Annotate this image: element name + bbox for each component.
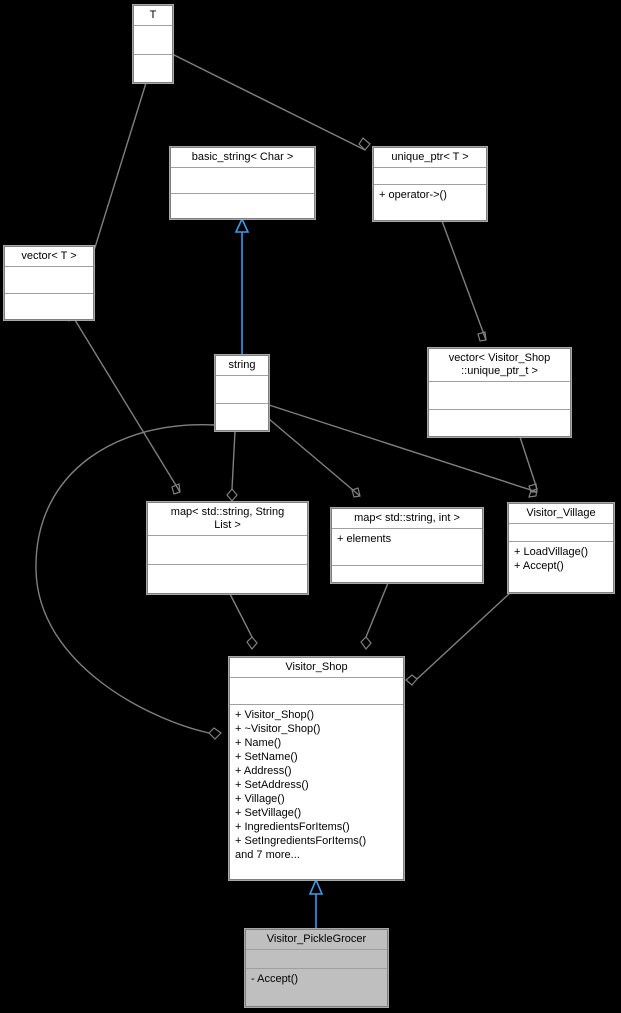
edge-string-to-visitor-shop (35, 423, 222, 740)
class-methods (429, 410, 570, 437)
compartment-divider (216, 375, 268, 376)
class-methods (5, 294, 93, 320)
compartment-divider (332, 528, 482, 529)
class-methods: + LoadVillage() + Accept() (514, 545, 589, 572)
class-title: Visitor_PickleGrocer (266, 933, 367, 945)
class-title: Visitor_Shop (285, 661, 348, 673)
compartment-divider (374, 183, 486, 185)
class-attributes: + elements (337, 533, 392, 545)
edge-vector-shop-uptr-to-visitor-village (519, 436, 538, 498)
class-methods (216, 404, 268, 431)
compartment-divider (171, 192, 314, 194)
compartment-divider (171, 167, 314, 168)
class-attributes (216, 376, 268, 403)
edge-map-int-to-visitor-shop (360, 582, 389, 650)
class-methods: - Accept() (251, 972, 299, 985)
class-methods: + operator->() (379, 188, 447, 201)
class-node-visitor-picklegrocer[interactable]: Visitor_PickleGrocer - Accept() (244, 928, 389, 1008)
class-node-vector-t[interactable]: vector< T > (3, 245, 95, 321)
compartment-divider (148, 564, 307, 565)
class-node-basic-string[interactable]: basic_string< Char > (169, 146, 316, 220)
class-attributes (148, 536, 307, 564)
class-node-t[interactable]: T (132, 4, 174, 84)
compartment-divider (148, 535, 307, 536)
class-title: T (149, 9, 157, 21)
class-methods (134, 55, 172, 83)
class-node-map-string-stringlist[interactable]: map< std::string, String List > (146, 501, 309, 595)
compartment-divider (5, 292, 93, 294)
class-node-map-string-int[interactable]: map< std::string, int > + elements (330, 507, 484, 584)
edge-map-stringlist-to-visitor-shop (229, 593, 258, 650)
edge-t-to-unique-ptr (171, 53, 371, 151)
compartment-divider (216, 402, 268, 404)
class-node-unique-ptr[interactable]: unique_ptr< T > + operator->() (372, 146, 488, 222)
class-attributes (134, 26, 172, 54)
class-attributes (509, 524, 613, 541)
compartment-divider (374, 167, 486, 168)
edge-vector-t-to-map-stringlist (74, 319, 181, 495)
class-title: vector< Visitor_Shop ::unique_ptr_t > (448, 352, 551, 377)
class-title: unique_ptr< T > (391, 151, 469, 163)
class-node-visitor-village[interactable]: Visitor_Village + LoadVillage() + Accept… (507, 502, 615, 594)
class-node-vector-visitor-shop-unique-ptr[interactable]: vector< Visitor_Shop ::unique_ptr_t > (427, 347, 572, 438)
class-attributes (374, 168, 486, 184)
compartment-divider (246, 949, 387, 950)
class-methods (171, 194, 314, 219)
edge-visitor-village-to-visitor-shop (405, 592, 511, 686)
edge-visitor-shop-to-visitor-picklegrocer (308, 877, 324, 929)
class-title: map< std::string, int > (354, 512, 460, 524)
class-methods (148, 565, 307, 593)
class-methods (332, 566, 482, 582)
class-title: Visitor_Village (526, 507, 596, 519)
compartment-divider (509, 540, 613, 542)
class-attributes (171, 168, 314, 193)
compartment-divider (134, 53, 172, 55)
compartment-divider (230, 704, 403, 705)
compartment-divider (429, 408, 570, 410)
compartment-divider (134, 25, 172, 26)
class-attributes (246, 950, 387, 968)
compartment-divider (230, 677, 403, 678)
edge-string-to-map-stringlist (226, 430, 238, 502)
edge-basic-string-to-string (234, 217, 250, 355)
class-title: map< std::string, String List > (170, 506, 285, 531)
class-attributes (429, 382, 570, 409)
edge-unique-ptr-to-vector-shop-uptr (441, 220, 487, 342)
class-node-string[interactable]: string (214, 354, 270, 432)
class-title: string (228, 359, 256, 371)
class-attributes (5, 267, 93, 293)
compartment-divider (246, 967, 387, 969)
class-node-visitor-shop[interactable]: Visitor_Shop + Visitor_Shop() + ~Visitor… (228, 656, 405, 881)
edge-string-to-map-int (268, 418, 361, 498)
compartment-divider (429, 381, 570, 382)
class-title: basic_string< Char > (191, 151, 294, 163)
compartment-divider (5, 266, 93, 267)
class-attributes (230, 678, 403, 704)
compartment-divider (509, 523, 613, 524)
class-title: vector< T > (21, 250, 77, 262)
class-methods: + Visitor_Shop() + ~Visitor_Shop() + Nam… (235, 709, 367, 861)
compartment-divider (332, 565, 482, 566)
